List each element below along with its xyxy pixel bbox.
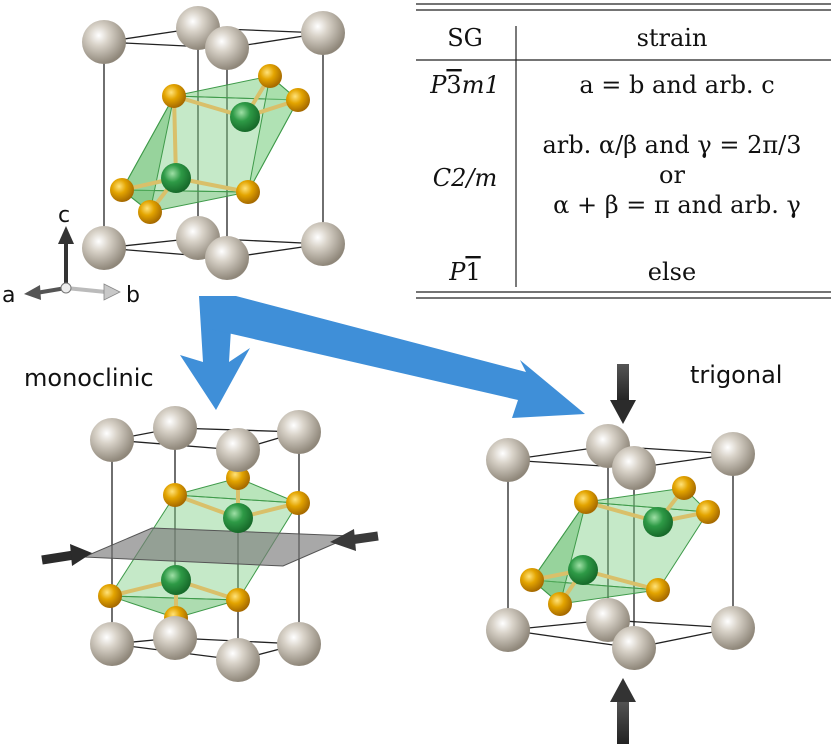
axis-indicator: c a b bbox=[2, 203, 140, 308]
gold-atom bbox=[226, 466, 250, 490]
row1-strain: a = b and arb. c bbox=[579, 71, 774, 99]
gray-atom bbox=[612, 446, 656, 490]
gray-atom bbox=[205, 26, 249, 70]
gold-atom bbox=[286, 491, 310, 515]
cell-hexagonal bbox=[82, 6, 345, 280]
gold-atom bbox=[520, 568, 544, 592]
symmetry-table: SG strain P3m1 a = b and arb. c C2/m arb… bbox=[416, 3, 831, 299]
row1-sg: P3m1 bbox=[429, 71, 499, 99]
overbar-digit: 1 bbox=[465, 258, 480, 286]
gold-atom bbox=[258, 64, 282, 88]
row2-strain-line1: arb. α/β and γ = 2π/3 bbox=[542, 131, 801, 159]
gold-atom bbox=[574, 490, 598, 514]
gold-atom bbox=[696, 500, 720, 524]
gray-atom bbox=[711, 606, 755, 650]
gold-atom bbox=[98, 584, 122, 608]
trigonal-label: trigonal bbox=[690, 361, 782, 389]
gold-atom bbox=[646, 578, 670, 602]
row2-sg: C2/m bbox=[433, 164, 497, 192]
gold-atom bbox=[286, 88, 310, 112]
gray-atom bbox=[216, 428, 260, 472]
header-strain: strain bbox=[637, 24, 708, 52]
green-atom bbox=[161, 565, 191, 595]
row2-strain-line2: or bbox=[659, 161, 685, 189]
gray-atom bbox=[90, 418, 134, 462]
atoms-octahedral bbox=[520, 476, 720, 616]
gold-atom bbox=[163, 483, 187, 507]
shear-arrow-right bbox=[330, 529, 379, 551]
gray-atom bbox=[301, 11, 345, 55]
axis-b-label: b bbox=[126, 283, 140, 308]
compress-arrow-bottom bbox=[610, 678, 636, 744]
gray-atom bbox=[301, 222, 345, 266]
gray-atom bbox=[82, 20, 126, 64]
gray-atom bbox=[586, 598, 630, 642]
gold-atom bbox=[672, 476, 696, 500]
row3-sg: P1 bbox=[448, 258, 480, 286]
gray-atom bbox=[486, 438, 530, 482]
axis-c-label: c bbox=[58, 203, 70, 228]
green-atom bbox=[643, 507, 673, 537]
green-atom bbox=[568, 555, 598, 585]
gray-atom bbox=[486, 608, 530, 652]
gold-atom bbox=[138, 200, 162, 224]
shear-arrow-left bbox=[41, 544, 92, 566]
row3-strain: else bbox=[648, 258, 696, 286]
gray-atom bbox=[277, 622, 321, 666]
gray-atom bbox=[153, 406, 197, 450]
gray-atom bbox=[82, 226, 126, 270]
green-atom bbox=[161, 163, 191, 193]
gray-atom bbox=[90, 622, 134, 666]
atoms-corner bbox=[486, 424, 755, 670]
gray-atom bbox=[711, 432, 755, 476]
row2-strain-line3: α + β = π and arb. γ bbox=[553, 191, 801, 219]
header-sg: SG bbox=[447, 24, 483, 52]
blue-arrow-right bbox=[206, 296, 585, 418]
overbar-digit: 3 bbox=[446, 71, 461, 99]
octahedron bbox=[120, 75, 300, 213]
gold-atom bbox=[226, 588, 250, 612]
compress-arrow-top bbox=[610, 364, 636, 424]
green-atom bbox=[230, 102, 260, 132]
atoms-octahedral bbox=[110, 64, 310, 224]
axis-a-label: a bbox=[2, 283, 15, 308]
blue-arrow-down bbox=[180, 296, 250, 410]
gray-atom bbox=[216, 638, 260, 682]
gold-atom bbox=[548, 592, 572, 616]
atoms-corner bbox=[90, 406, 321, 682]
strain-plane bbox=[83, 527, 353, 567]
green-atom bbox=[223, 503, 253, 533]
gold-atom bbox=[162, 84, 186, 108]
transition-arrows bbox=[180, 296, 585, 418]
atoms-corner bbox=[82, 6, 345, 280]
gray-atom bbox=[205, 236, 249, 280]
gold-atom bbox=[236, 180, 260, 204]
gold-atom bbox=[110, 178, 134, 202]
atoms-octahedral bbox=[98, 466, 310, 630]
octahedron bbox=[530, 487, 710, 605]
cell-trigonal bbox=[486, 364, 755, 744]
gray-atom bbox=[277, 410, 321, 454]
gray-atom bbox=[153, 616, 197, 660]
monoclinic-label: monoclinic bbox=[24, 364, 154, 392]
cell-monoclinic bbox=[41, 406, 379, 682]
gray-atom bbox=[612, 626, 656, 670]
